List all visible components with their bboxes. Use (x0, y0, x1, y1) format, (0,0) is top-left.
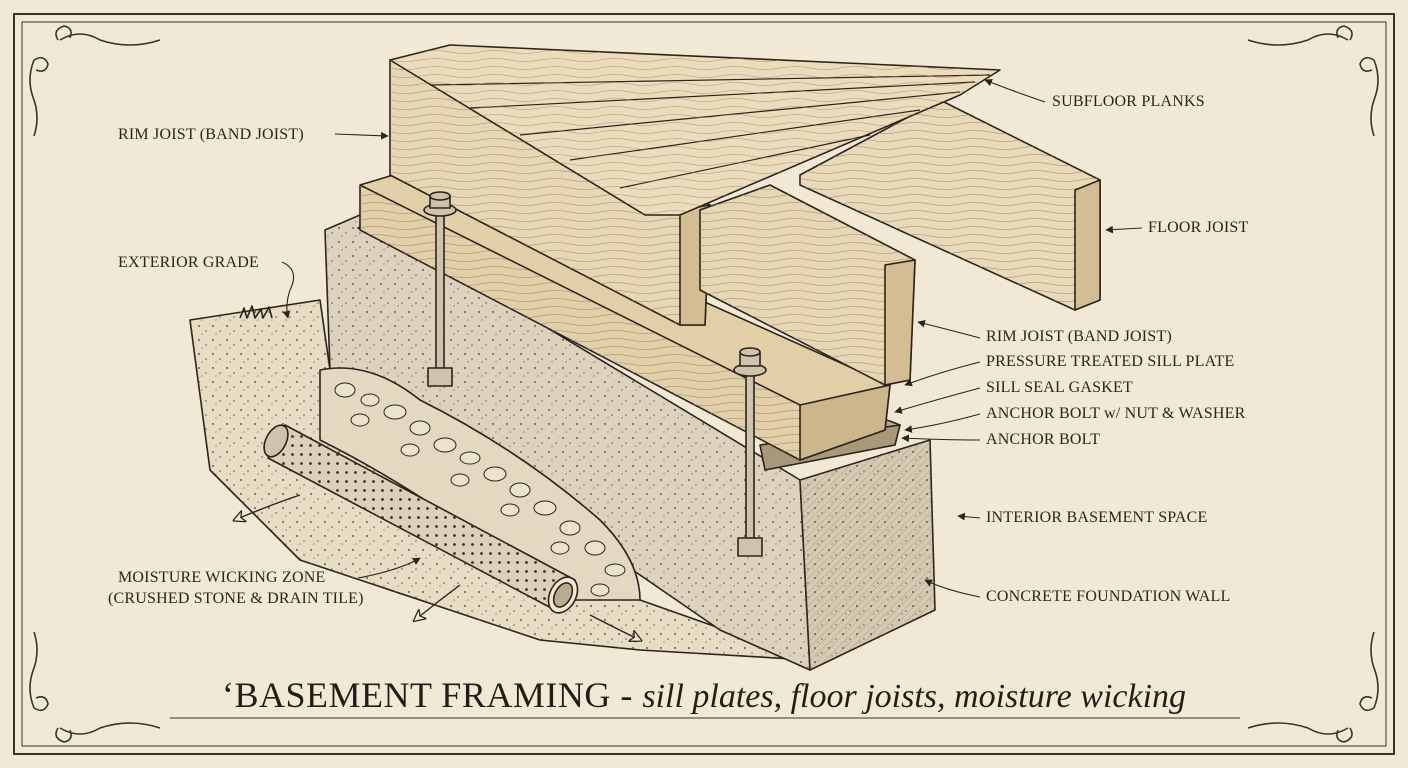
label-rim-joist-right: RIM JOIST (BAND JOIST) (986, 328, 1172, 345)
label-subfloor-planks: SUBFLOOR PLANKS (1052, 93, 1205, 110)
label-sill-seal-gasket: SILL SEAL GASKET (986, 379, 1133, 396)
title-subtitle: sill plates, floor joists, moisture wick… (642, 678, 1187, 715)
label-sill-plate: PRESSURE TREATED SILL PLATE (986, 353, 1235, 370)
label-anchor-bolt: ANCHOR BOLT (986, 431, 1101, 448)
label-moisture-wicking-zone: MOISTURE WICKING ZONE (118, 569, 326, 586)
label-anchor-bolt-nut-washer: ANCHOR BOLT w/ NUT & WASHER (986, 405, 1246, 422)
label-floor-joist: FLOOR JOIST (1148, 219, 1249, 236)
label-rim-joist-top: RIM JOIST (BAND JOIST) (118, 126, 304, 143)
title-main: ‘BASEMENT FRAMING - (221, 675, 643, 715)
label-moisture-wicking-zone-detail: (CRUSHED STONE & DRAIN TILE) (108, 590, 364, 607)
label-concrete-foundation-wall: CONCRETE FOUNDATION WALL (986, 588, 1231, 605)
label-interior-basement-space: INTERIOR BASEMENT SPACE (986, 509, 1208, 526)
diagram-title: ‘BASEMENT FRAMING - sill plates, floor j… (0, 674, 1408, 716)
label-exterior-grade: EXTERIOR GRADE (118, 254, 260, 271)
